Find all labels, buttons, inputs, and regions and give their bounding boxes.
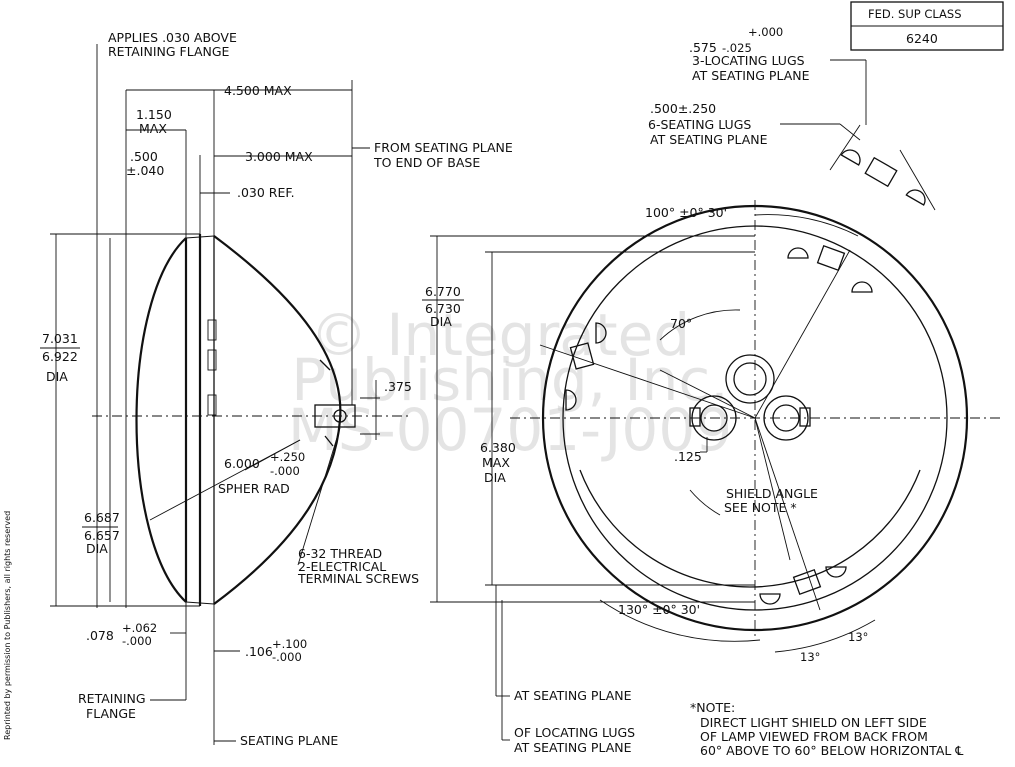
note-block: *NOTE: DIRECT LIGHT SHIELD ON LEFT SIDE … <box>690 700 963 758</box>
title-block-header: FED. SUP CLASS <box>868 7 962 21</box>
label-terminals: 2-ELECTRICAL <box>298 559 386 574</box>
label-retaining-flange-top: RETAINING FLANGE <box>108 44 230 59</box>
dim-6770: 6.770 <box>425 284 461 299</box>
dim-7031: 7.031 <box>42 331 78 346</box>
label-applies: APPLIES .030 ABOVE <box>108 30 237 45</box>
dim-106: .106 <box>245 644 273 659</box>
label-at-seating-plane-1: AT SEATING PLANE <box>692 68 810 83</box>
note-head: *NOTE: <box>690 700 735 715</box>
label-from-seating-plane: FROM SEATING PLANE <box>374 140 513 155</box>
label-terminal-screws: TERMINAL SCREWS <box>297 571 419 586</box>
dim-1150-max: MAX <box>139 121 167 136</box>
watermark-line-1: © Integrated <box>310 301 690 369</box>
note-line-1: DIRECT LIGHT SHIELD ON LEFT SIDE <box>700 715 927 730</box>
title-block: FED. SUP CLASS 6240 <box>850 1 1004 51</box>
label-at-seating-plane-2: AT SEATING PLANE <box>650 132 768 147</box>
label-retaining: RETAINING <box>78 691 146 706</box>
dim-078-tol-minus: -.000 <box>122 634 152 648</box>
label-of-locating-lugs: OF LOCATING LUGS <box>514 725 635 740</box>
dim-106-tol-minus: -.000 <box>272 650 302 664</box>
note-line-2: OF LAMP VIEWED FROM BACK FROM <box>700 729 928 744</box>
dim-500-tol: ±.040 <box>126 163 164 178</box>
dim-6380-max: MAX <box>482 455 510 470</box>
dim-4500-max: 4.500 MAX <box>224 83 292 98</box>
note-line-3: 60° ABOVE TO 60° BELOW HORIZONTAL ℄ <box>700 743 963 758</box>
side-note: Reprinted by permission to Publishers, a… <box>3 511 12 740</box>
title-block-value: 6240 <box>906 31 938 46</box>
angle-130: 130° ±0° 30' <box>618 602 700 617</box>
label-flange: FLANGE <box>86 706 136 721</box>
label-see-note: SEE NOTE * <box>724 500 797 515</box>
rear-view: +.000 .575 -.025 3-LOCATING LUGS AT SEAT… <box>422 25 1000 755</box>
dim-125: .125 <box>674 449 702 464</box>
dim-6657: 6.657 <box>84 528 120 543</box>
label-to-end-of-base: TO END OF BASE <box>373 155 480 170</box>
side-view: APPLIES .030 ABOVE RETAINING FLANGE 4.50… <box>40 30 513 748</box>
dim-030-ref: .030 REF. <box>237 185 295 200</box>
dim-6000-tol-minus: -.000 <box>270 464 300 478</box>
label-thread: 6-32 THREAD <box>298 546 382 561</box>
dim-7031-dia: DIA <box>46 369 68 384</box>
dim-6730: 6.730 <box>425 301 461 316</box>
dim-6687-dia: DIA <box>86 541 108 556</box>
dim-3000-max: 3.000 MAX <box>245 149 313 164</box>
dim-6380: 6.380 <box>480 440 516 455</box>
dim-078: .078 <box>86 628 114 643</box>
dim-6770-dia: DIA <box>430 314 452 329</box>
angle-13-b: 13° <box>848 630 868 644</box>
angle-100: 100° ±0° 30' <box>645 205 727 220</box>
angle-70: 70° <box>670 316 692 331</box>
label-seating-plane: SEATING PLANE <box>240 733 338 748</box>
watermark-line-3: MS-00701-J009 <box>288 396 732 464</box>
dim-6380-dia: DIA <box>484 470 506 485</box>
dim-575-tol-plus: +.000 <box>748 25 783 39</box>
dim-500: .500 <box>130 149 158 164</box>
label-at-seating-plane-4: AT SEATING PLANE <box>514 740 632 755</box>
dim-575: .575 <box>689 40 717 55</box>
dim-6687: 6.687 <box>84 510 120 525</box>
dim-500-250: .500±.250 <box>650 101 716 116</box>
dim-6000: 6.000 <box>224 456 260 471</box>
dim-6922: 6.922 <box>42 349 78 364</box>
dim-575-tol-minus: -.025 <box>722 41 752 55</box>
watermark: © Integrated Publishing, Inc. MS-00701-J… <box>288 301 732 464</box>
label-spher-rad: SPHER RAD <box>218 481 290 496</box>
dim-6000-tol-plus: +.250 <box>270 450 305 464</box>
label-at-seating-plane-3: AT SEATING PLANE <box>514 688 632 703</box>
dim-1150: 1.150 <box>136 107 172 122</box>
label-shield-angle: SHIELD ANGLE <box>726 486 818 501</box>
dim-078-tol-plus: +.062 <box>122 621 157 635</box>
dim-106-tol-plus: +.100 <box>272 637 307 651</box>
label-3-locating-lugs: 3-LOCATING LUGS <box>692 53 805 68</box>
label-6-seating-lugs: 6-SEATING LUGS <box>648 117 751 132</box>
angle-13-a: 13° <box>800 650 820 664</box>
dim-375: .375 <box>384 379 412 394</box>
watermark-line-2: Publishing, Inc. <box>291 346 729 414</box>
